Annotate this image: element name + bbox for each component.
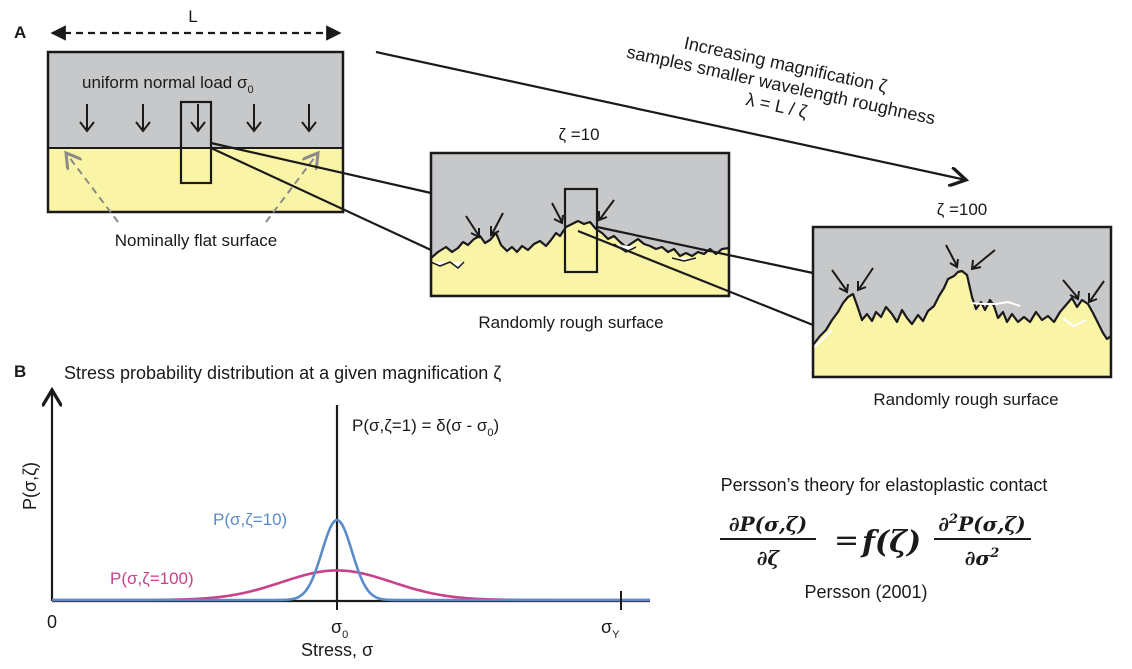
load-arrows xyxy=(79,104,317,133)
zoom-connector-2b xyxy=(577,229,814,327)
y-axis-label: P(σ,ζ) xyxy=(20,462,40,510)
flat-surface-pointer-left xyxy=(66,153,119,223)
persson-citation: Persson (2001) xyxy=(804,582,927,602)
curve-100-label: P(σ,ζ=100) xyxy=(110,569,194,588)
load-arrow-3 xyxy=(190,104,206,133)
chart-title: Stress probability distribution at a giv… xyxy=(64,363,501,383)
load-arrow-5 xyxy=(301,104,317,133)
flat-surface-label: Nominally flat surface xyxy=(115,231,278,250)
curve-10-label: P(σ,ζ=10) xyxy=(213,510,287,529)
delta-label: P(σ,ζ=1) = δ(σ - σ0) xyxy=(352,416,499,439)
contact-arrows-z10 xyxy=(465,199,615,239)
x-tick-zero: 0 xyxy=(47,612,57,632)
load-arrow-2 xyxy=(135,104,151,133)
load-arrow-1 xyxy=(79,104,95,133)
persson-equation: ∂P(σ,ζ) ∂ζ = f(ζ) ∂2P(σ,ζ) ∂σ2 xyxy=(720,512,1031,570)
zoom10-frame xyxy=(429,151,731,298)
panel-a-label: A xyxy=(14,23,26,42)
contact-arrows-z100 xyxy=(831,244,1105,304)
rough-surface-label-1: Randomly rough surface xyxy=(478,313,663,332)
zoom-box-1 xyxy=(179,100,213,185)
load-block xyxy=(48,52,343,148)
zoom100-label: ζ =100 xyxy=(937,200,988,219)
zoom-connector-1a xyxy=(210,141,432,195)
load-arrow-4 xyxy=(246,104,262,133)
length-label: L xyxy=(188,7,197,26)
equation-lhs-numerator: ∂P(σ,ζ) xyxy=(729,512,807,536)
zoom10-label: ζ =10 xyxy=(558,125,599,144)
rough-surface-label-2: Randomly rough surface xyxy=(873,390,1058,409)
equation-f-zeta: f(ζ) xyxy=(860,525,921,560)
equation-equals: = xyxy=(834,523,859,558)
magnification-arrow xyxy=(375,50,966,180)
equation-lhs-denominator: ∂ζ xyxy=(757,546,781,570)
zoom-box-2 xyxy=(563,187,599,274)
magnification-text: Increasing magnification ζ samples small… xyxy=(625,33,937,129)
equation-rhs-numerator: ∂2P(σ,ζ) xyxy=(938,512,1025,536)
x-axis-label: Stress, σ xyxy=(301,640,373,660)
theory-title: Persson’s theory for elastoplastic conta… xyxy=(721,475,1048,495)
equation-rhs-denominator: ∂σ2 xyxy=(965,546,999,570)
flat-surface-block xyxy=(48,148,343,212)
curve-zeta-10 xyxy=(52,518,650,602)
zoom100-frame xyxy=(811,225,1113,379)
x-tick-sigmaY: σY xyxy=(601,617,620,641)
panel-b-label: B xyxy=(14,362,26,381)
load-label: uniform normal load σ0 xyxy=(82,73,254,96)
stress-distribution-chart: P(σ,ζ) P(σ,ζ=1) = δ(σ - σ0) P(σ,ζ=10) P(… xyxy=(20,390,650,660)
x-tick-sigma0: σ0 xyxy=(331,617,348,641)
rough-surface-z100 xyxy=(813,227,1111,377)
block-outline xyxy=(46,50,345,214)
zoom-connector-2a xyxy=(596,225,814,275)
zoom-connector-1b xyxy=(210,147,432,251)
